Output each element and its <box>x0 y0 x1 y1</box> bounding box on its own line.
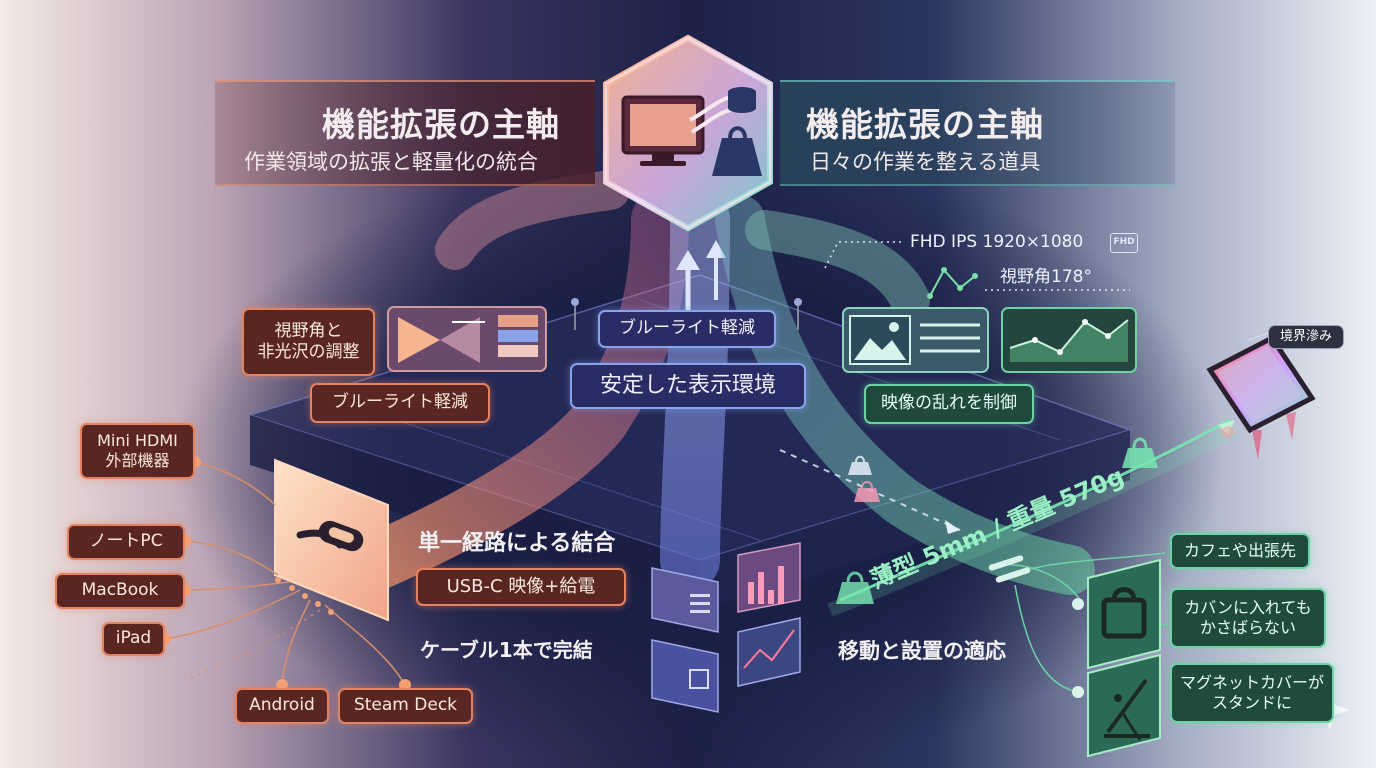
single-path-text: 単一経路による結合 <box>418 531 616 556</box>
center-blue-light-label: ブルーライト軽減 <box>598 310 776 348</box>
cafe-label: カフェや出張先 <box>1170 533 1310 569</box>
stable-display-label: 安定した表示環境 <box>570 363 806 409</box>
header-right-title: 機能拡張の主軸 <box>806 105 1044 144</box>
device-ipad: iPad <box>102 622 165 656</box>
mobility-text: 移動と設置の適応 <box>838 639 1006 663</box>
signal-control-label: 映像の乱れを制御 <box>864 384 1034 424</box>
viewing-angle-label: 視野角と 非光沢の調整 <box>242 308 375 376</box>
device-android: Android <box>235 688 329 724</box>
header-left-subtitle: 作業領域の拡張と軽量化の統合 <box>244 150 538 174</box>
bag-label: カバンに入れても かさばらない <box>1170 588 1326 648</box>
device-steam-deck: Steam Deck <box>338 688 473 724</box>
header-left-bar <box>215 80 595 186</box>
device-note-pc: ノートPC <box>67 524 185 560</box>
device-mini-hdmi: Mini HDMI 外部機器 <box>80 423 195 479</box>
fhd-badge: FHD <box>1110 233 1138 253</box>
spec-resolution-text: FHD IPS 1920×1080 <box>910 232 1084 252</box>
usbc-label: USB-C 映像+給電 <box>416 568 626 606</box>
magnet-cover-label: マグネットカバーが スタンドに <box>1170 663 1334 723</box>
one-cable-text: ケーブル1本で完結 <box>420 638 593 662</box>
header-right-subtitle: 日々の作業を整える道具 <box>810 150 1041 174</box>
spec-angle-text: 視野角178° <box>1000 267 1092 287</box>
left-blue-light-label: ブルーライト軽減 <box>310 383 490 423</box>
header-left-title: 機能拡張の主軸 <box>322 105 560 144</box>
device-macbook: MacBook <box>55 573 185 609</box>
boundary-blur-badge: 境界滲み <box>1268 325 1344 349</box>
header-right-bar <box>780 80 1175 186</box>
